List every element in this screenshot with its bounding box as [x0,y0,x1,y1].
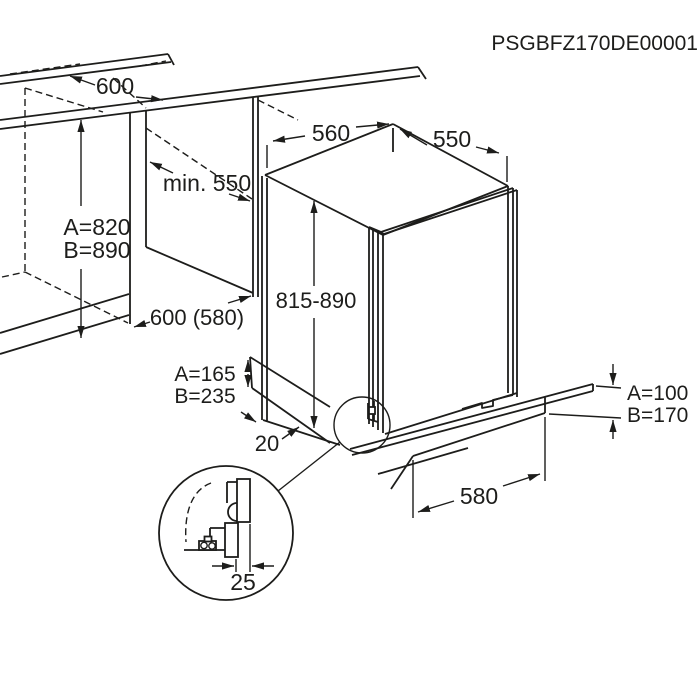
dim-niche-height: A=820 B=890 [63,120,131,338]
dim-plinth-height-label-a: A=100 [627,382,688,405]
dim-recess-height-label-a: A=165 [174,363,235,386]
dim-appliance-width-label: 560 [312,120,350,146]
appliance-body-edges [261,123,509,446]
appliance-base-notch [461,394,514,410]
dim-door-clearance-ext [235,524,251,572]
dim-recess-height: A=165 B=235 [174,360,252,408]
dim-plinth-cutout-label: 580 [460,483,498,509]
dim-niche-width-arrow-right [227,295,252,304]
dim-recess-height-label-b: B=235 [174,385,235,408]
detail-leader-line [277,441,341,492]
appliance [261,123,518,446]
dim-plinth-cutout: 580 [412,417,546,518]
dim-door-clearance-label: 25 [230,569,256,595]
bracket-screw-1 [200,541,208,550]
door-swing-dashed [185,482,212,543]
dim-counter-depth: 600 [69,73,164,103]
dim-niche-depth-arrow-left [149,161,174,174]
dim-appliance-height-label: 815-890 [276,288,357,313]
dim-counter-depth-label: 600 [96,73,134,99]
dim-plinth-cutout-ext [412,417,546,518]
door-section-detail [184,478,251,558]
dim-appliance-depth-label: 550 [433,126,471,152]
niche [0,96,299,355]
drawing-code: PSGBFZ170DE00001 [491,32,698,55]
dim-plinth-height-label-b: B=170 [627,404,688,427]
furniture-door-section [236,478,251,523]
dim-plinth-cutout-arrow-left [417,500,455,513]
plinth-edges [349,383,594,490]
dim-appliance-depth: 550 [399,126,508,182]
dim-niche-width-arrow-left [133,319,151,328]
bracket-screw-2 [208,542,216,550]
worktop-back-edge [0,53,175,85]
dim-rear-gap-arrow-left [240,411,257,423]
dim-plinth-cutout-arrow-right [502,473,541,487]
hinge-bracket-small [368,406,376,415]
dim-door-clearance: 25 [212,524,274,595]
dim-appliance-height: 815-890 [276,201,357,428]
dim-appliance-width-arrow-right [355,121,390,129]
worktop-hidden-edges [1,60,167,324]
dim-appliance-depth-arrow-right [475,146,500,154]
dim-niche-depth: min. 550 [149,161,251,202]
dim-niche-width: 600 (580) [133,295,252,330]
bracket-nub [203,535,213,543]
dim-niche-height-label-a: A=820 [63,214,130,240]
dim-rear-gap: 20 [240,411,300,456]
worktop-front-edge [0,66,427,130]
detail-source-circle [333,396,391,454]
dim-niche-depth-label: min. 550 [163,170,251,196]
dim-appliance-width-arrow-left [272,135,306,143]
niche-walls [129,96,259,324]
dim-rear-gap-arrow-right [281,426,300,440]
detail-callout [158,396,391,601]
dim-niche-width-label: 600 (580) [150,305,244,330]
dim-appliance-depth-arrow-left [399,128,428,146]
dim-niche-depth-arrow-right [228,193,251,202]
plinth [349,383,594,490]
niche-hidden-edges [145,99,299,200]
worktop [0,53,427,324]
dim-appliance-width: 560 [266,120,390,168]
dim-plinth-height: A=100 B=170 [548,364,688,439]
dim-counter-depth-arrow-right [135,95,164,103]
dim-niche-height-label-b: B=890 [63,237,130,263]
detail-zoom-circle [158,465,294,601]
left-cabinet-plinth [0,293,130,355]
dim-counter-depth-arrow-left [69,75,96,86]
appliance-door-edges [368,186,518,435]
hinge-pin-arc [227,502,238,522]
dim-rear-gap-label: 20 [255,431,279,456]
appliance-door-section [224,522,239,558]
dim-plinth-height-ext [548,385,622,419]
